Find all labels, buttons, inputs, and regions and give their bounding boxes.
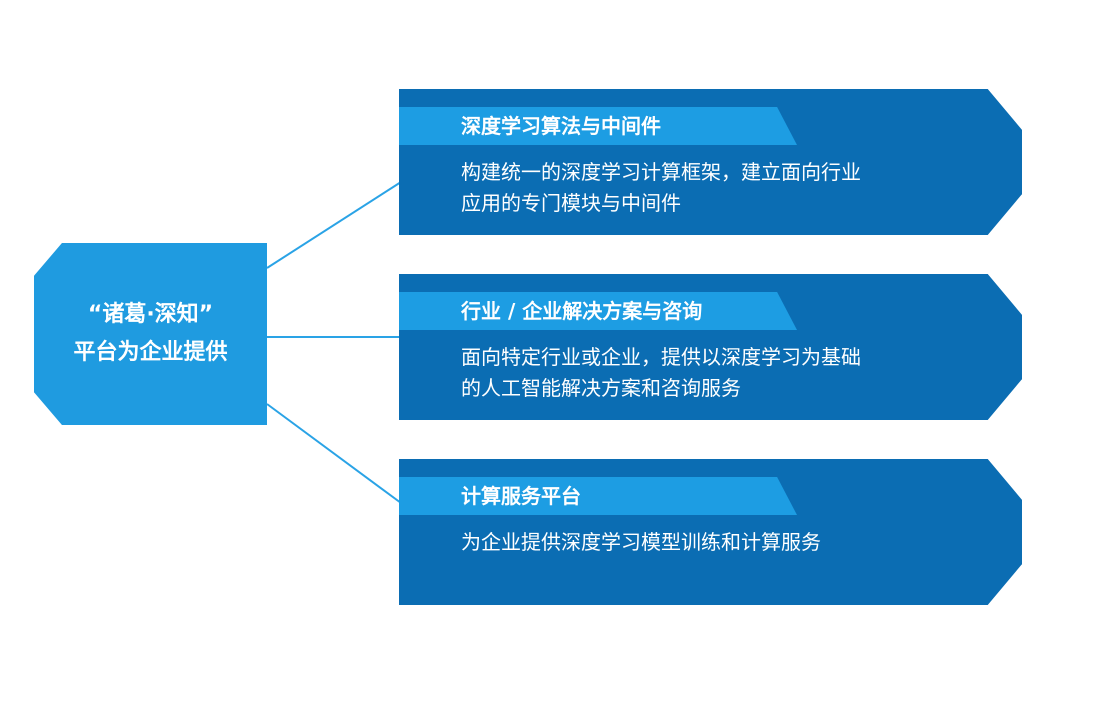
card-description-line: 的人工智能解决方案和咨询服务 xyxy=(461,376,741,400)
card-description: 面向特定行业或企业，提供以深度学习为基础 的人工智能解决方案和咨询服务 xyxy=(461,342,961,404)
connector-line-3 xyxy=(266,403,402,504)
offering-card-compute: 计算服务平台 为企业提供深度学习模型训练和计算服务 xyxy=(399,459,1022,605)
hub-title-line-1: “诸葛·深知” xyxy=(87,302,214,327)
card-header-band xyxy=(399,107,797,145)
card-title: 深度学习算法与中间件 xyxy=(461,114,661,138)
card-header-band xyxy=(399,292,797,330)
connector-line-1 xyxy=(266,181,402,269)
hub-title-line-2: 平台为企业提供 xyxy=(73,340,228,365)
card-description: 为企业提供深度学习模型训练和计算服务 xyxy=(461,527,961,558)
card-title: 行业 / 企业解决方案与咨询 xyxy=(461,299,703,323)
card-description-line: 为企业提供深度学习模型训练和计算服务 xyxy=(461,530,821,554)
card-description-line: 面向特定行业或企业，提供以深度学习为基础 xyxy=(461,345,861,369)
card-description-line: 应用的专门模块与中间件 xyxy=(461,191,681,215)
card-title: 计算服务平台 xyxy=(461,484,581,508)
card-header-band xyxy=(399,477,797,515)
card-description-line: 构建统一的深度学习计算框架，建立面向行业 xyxy=(461,160,861,184)
offering-card-solutions: 行业 / 企业解决方案与咨询 面向特定行业或企业，提供以深度学习为基础 的人工智… xyxy=(399,274,1022,420)
card-description: 构建统一的深度学习计算框架，建立面向行业 应用的专门模块与中间件 xyxy=(461,157,961,219)
platform-hub: “诸葛·深知” 平台为企业提供 xyxy=(34,243,267,425)
offering-card-algorithms: 深度学习算法与中间件 构建统一的深度学习计算框架，建立面向行业 应用的专门模块与… xyxy=(399,89,1022,235)
